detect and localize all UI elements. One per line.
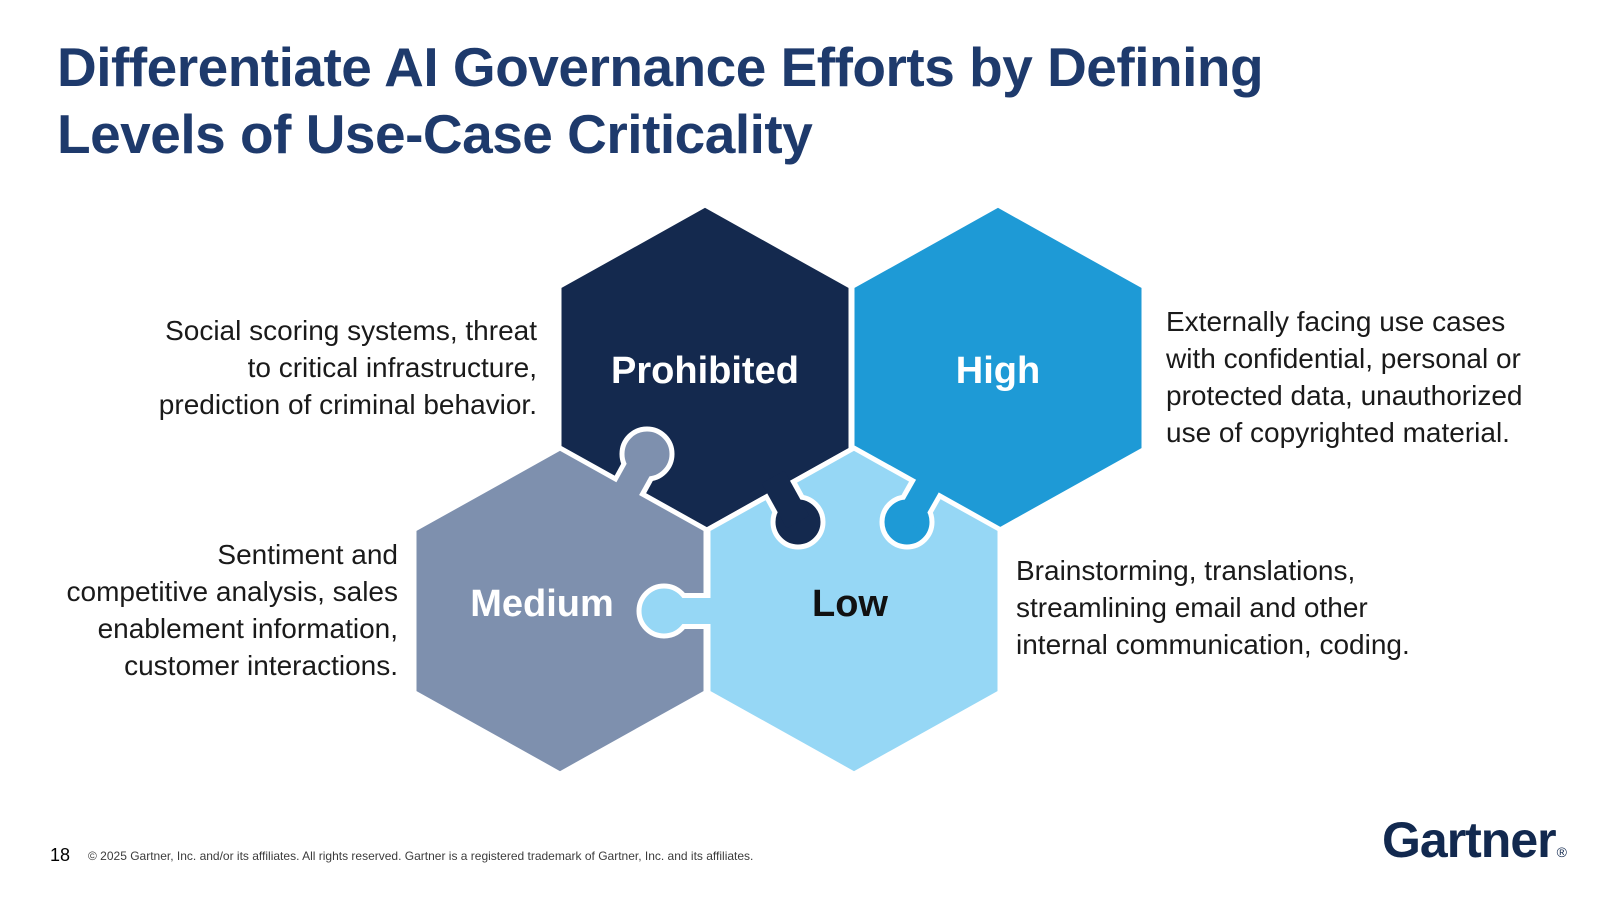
low-puzzle-knob xyxy=(636,583,722,639)
gartner-logo-text: Gartner xyxy=(1382,812,1557,868)
gartner-logo: Gartner® xyxy=(1382,815,1567,865)
page-number: 18 xyxy=(50,845,71,865)
prohibited-label: Prohibited xyxy=(611,350,799,392)
prohibited-description: Social scoring systems, threat to critic… xyxy=(158,315,537,420)
low-description: Brainstorming, translations, streamlinin… xyxy=(1016,555,1410,660)
prohibited-puzzle-knob xyxy=(761,470,826,550)
medium-label: Medium xyxy=(470,583,614,625)
low-label: Low xyxy=(812,583,888,625)
high-label: High xyxy=(956,350,1040,392)
high-puzzle-knob xyxy=(879,471,944,550)
registered-trademark-icon: ® xyxy=(1556,844,1567,860)
copyright-notice: © 2025 Gartner, Inc. and/or its affiliat… xyxy=(88,849,754,863)
medium-puzzle-knob xyxy=(610,426,675,506)
page-title: Differentiate AI Governance Efforts by D… xyxy=(57,36,1264,166)
high-description: Externally facing use cases with confide… xyxy=(1166,306,1523,448)
medium-description: Sentiment and competitive analysis, sale… xyxy=(66,539,398,681)
